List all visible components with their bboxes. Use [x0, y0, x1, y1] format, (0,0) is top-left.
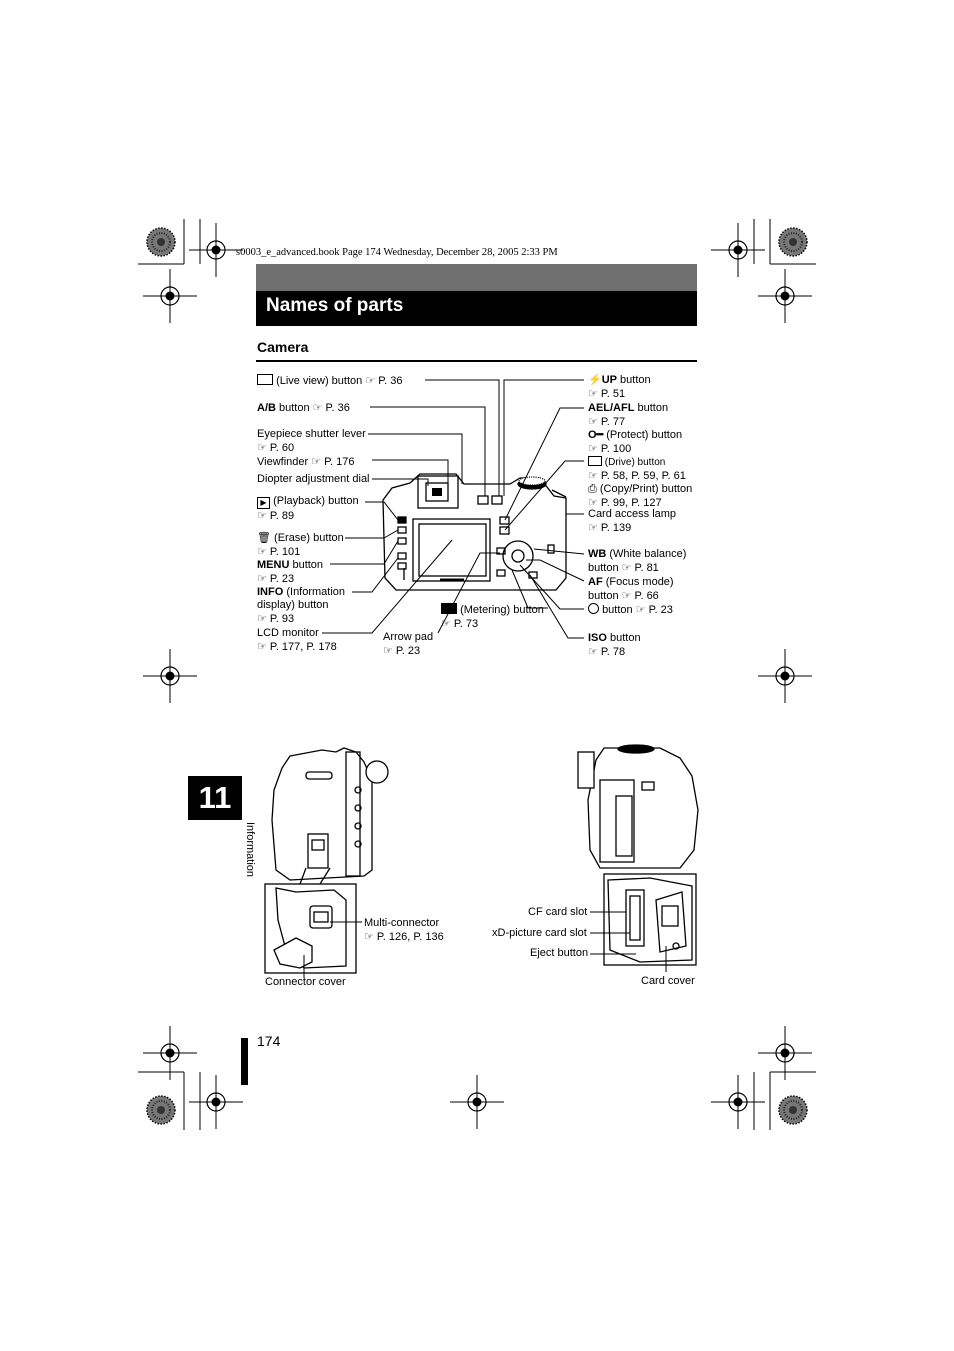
- page-number: 174: [257, 1033, 281, 1049]
- reference-hand-icon: ☞: [588, 415, 598, 428]
- title-band-gray: [256, 264, 697, 291]
- registration-mark: [188, 222, 244, 278]
- reference-hand-icon: ☞: [257, 640, 267, 653]
- color-target-mark: [146, 1095, 176, 1125]
- drive-icon: [588, 456, 602, 466]
- label-erase-button: 🗑 (Erase) button ☞P. 101: [257, 532, 344, 558]
- color-target-mark: [778, 227, 808, 257]
- metering-icon: [441, 603, 457, 614]
- reference-hand-icon: ☞: [257, 441, 267, 454]
- registration-mark: [449, 1074, 505, 1130]
- label-protect-button: O━ (Protect) button ☞P. 100: [588, 429, 683, 455]
- playback-icon: ▶: [257, 497, 270, 509]
- reference-hand-icon: ☞: [621, 561, 632, 574]
- reference-hand-icon: ☞: [365, 374, 376, 387]
- book-header-line: s0003_e_advanced.book Page 174 Wednesday…: [236, 247, 558, 258]
- label-viewfinder: Viewfinder ☞P. 176: [257, 455, 355, 468]
- ok-icon: [588, 603, 599, 614]
- reference-hand-icon: ☞: [312, 401, 323, 414]
- reference-hand-icon: ☞: [635, 603, 646, 616]
- label-drive-button: (Drive) button ☞P. 58, P. 59, P. 61: [588, 456, 686, 482]
- label-playback-button: ▶ (Playback) button ☞P. 89: [257, 495, 359, 522]
- page-title: Names of parts: [266, 295, 404, 316]
- label-ab-button: A/B button ☞P. 36: [257, 401, 350, 414]
- protect-key-icon: O━: [588, 429, 604, 441]
- camera-grip-illustration: [577, 744, 699, 869]
- registration-mark: [757, 648, 813, 704]
- live-view-icon: [257, 374, 273, 385]
- reference-hand-icon: ☞: [588, 442, 598, 455]
- label-ok-button: button ☞P. 23: [588, 603, 673, 617]
- reference-hand-icon: ☞: [588, 496, 598, 509]
- registration-mark: [710, 222, 766, 278]
- section-rule: [256, 360, 697, 362]
- reference-hand-icon: ☞: [257, 612, 267, 625]
- section-heading: Camera: [257, 339, 309, 355]
- label-connector-cover: Connector cover: [265, 976, 346, 988]
- camera-back-illustration: [382, 473, 567, 591]
- reference-hand-icon: ☞: [588, 645, 598, 658]
- label-lcd-monitor: LCD monitor ☞P. 177, P. 178: [257, 627, 337, 653]
- registration-mark: [142, 648, 198, 704]
- label-xd-card-slot: xD-picture card slot: [492, 927, 587, 939]
- label-eject-button: Eject button: [530, 947, 589, 959]
- card-slot-detail-illustration: [590, 877, 693, 972]
- reference-hand-icon: ☞: [441, 617, 451, 630]
- chapter-name: Information: [244, 822, 256, 878]
- label-ael-afl-button: AEL/AFL button ☞P. 77: [588, 402, 669, 428]
- label-diopter-dial: Diopter adjustment dial: [257, 473, 370, 485]
- label-live-view: (Live view) button ☞P. 36: [257, 374, 403, 388]
- reference-hand-icon: ☞: [588, 387, 598, 400]
- camera-side-illustration: [271, 747, 389, 885]
- label-flash-up-button: ⚡UP button ☞P. 51: [588, 374, 651, 400]
- reference-hand-icon: ☞: [621, 589, 632, 602]
- registration-mark: [142, 268, 198, 324]
- reference-hand-icon: ☞: [257, 509, 267, 522]
- print-icon: ⎙: [588, 483, 597, 495]
- label-menu-button: MENU button ☞P. 23: [257, 559, 324, 585]
- label-eyepiece-shutter: Eyepiece shutter lever ☞P. 60: [257, 428, 366, 454]
- crop-marks: [138, 219, 816, 1130]
- reference-hand-icon: ☞: [257, 545, 267, 558]
- reference-hand-icon: ☞: [588, 521, 598, 534]
- reference-hand-icon: ☞: [383, 644, 393, 657]
- label-metering-button: (Metering) button ☞P. 73: [441, 603, 544, 630]
- registration-mark: [757, 268, 813, 324]
- reference-hand-icon: ☞: [588, 469, 598, 482]
- label-card-access-lamp: Card access lamp ☞P. 139: [588, 508, 677, 534]
- connector-detail-illustration: [273, 887, 362, 978]
- label-card-cover: Card cover: [641, 975, 695, 987]
- erase-icon: 🗑: [257, 532, 271, 544]
- color-target-mark: [778, 1095, 808, 1125]
- label-arrow-pad: Arrow pad ☞P. 23: [383, 631, 434, 657]
- title-band-black: [256, 291, 697, 326]
- registration-mark: [188, 1074, 244, 1130]
- reference-hand-icon: ☞: [257, 572, 267, 585]
- page-number-bar: [241, 1038, 248, 1085]
- label-focus-mode-button: AF (Focus mode) button ☞P. 66: [588, 576, 674, 602]
- label-multi-connector: Multi-connector ☞P. 126, P. 136: [364, 917, 444, 943]
- leader-lines: [322, 379, 585, 639]
- chapter-number-tab: 11: [188, 776, 242, 820]
- label-cf-card-slot: CF card slot: [528, 906, 588, 918]
- label-info-button: INFO (Information display) button ☞P. 93: [257, 586, 346, 625]
- label-white-balance-button: WB (White balance) button ☞P. 81: [588, 548, 687, 574]
- reference-hand-icon: ☞: [311, 455, 322, 468]
- label-copy-print-button: ⎙ (Copy/Print) button ☞P. 99, P. 127: [588, 483, 693, 509]
- label-iso-button: ISO button ☞P. 78: [588, 632, 641, 658]
- registration-mark: [710, 1074, 766, 1130]
- color-target-mark: [146, 227, 176, 257]
- flash-icon: ⚡: [588, 374, 602, 386]
- reference-hand-icon: ☞: [364, 930, 374, 943]
